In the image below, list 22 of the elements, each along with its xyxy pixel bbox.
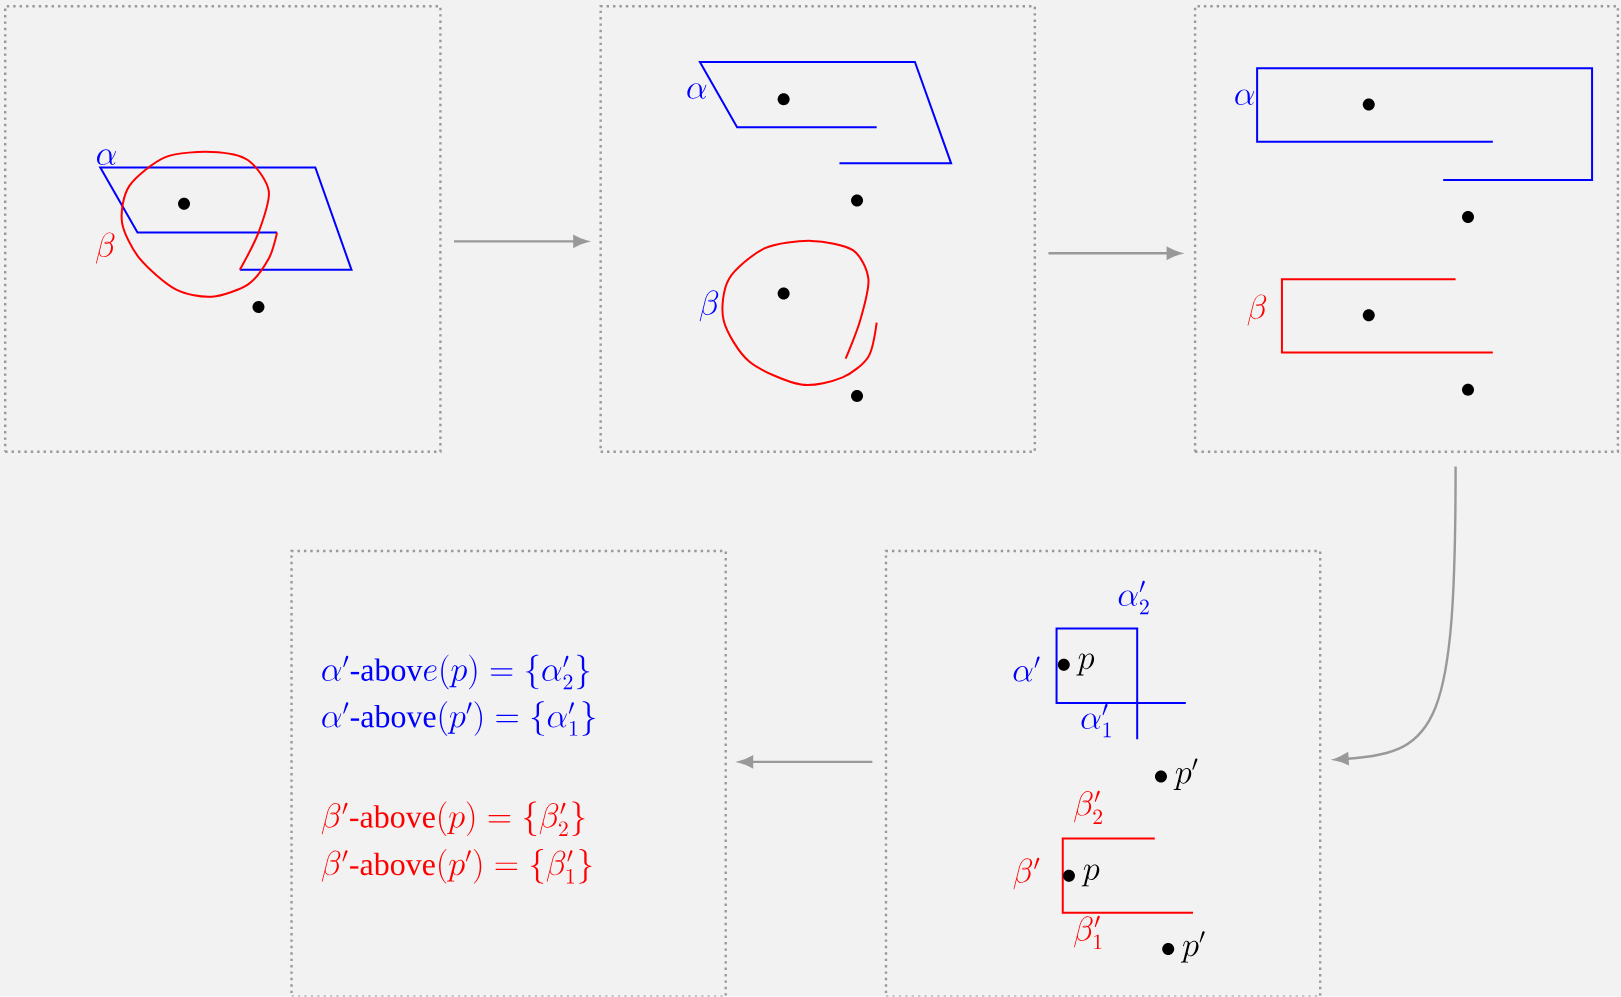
curve-label: $\alpha$ <box>97 149 116 166</box>
curve-label: $\beta'_2$ <box>1074 790 1102 825</box>
curve-label: $\beta$ <box>699 290 719 322</box>
curve-label: $\alpha$ <box>1235 89 1255 106</box>
formula-text: $\beta'\mbox{-above}(p) = \{\beta'_2\}$ <box>321 801 585 837</box>
formula-text: $\beta'\mbox{-above}(p') = \{\beta'_1\}$ <box>321 849 592 884</box>
curve-label: $\beta$ <box>1247 294 1267 326</box>
arrow <box>1334 466 1457 765</box>
curve-label: $\beta'_1$ <box>1074 916 1102 950</box>
curve-label: $p$ <box>1081 864 1100 887</box>
curve-label: $\beta$ <box>95 232 115 264</box>
curve-label: $\beta'$ <box>1013 858 1040 890</box>
formula-text: $\alpha'\mbox{-above}(p') = \{\alpha'_1\}$ <box>322 701 595 736</box>
curve-label: $\alpha$ <box>687 83 707 99</box>
arrow <box>738 756 873 769</box>
curve-label: $p'$ <box>1173 758 1198 791</box>
curve-label: $\alpha'$ <box>1013 656 1040 682</box>
curve-label: $p'$ <box>1180 931 1205 963</box>
curve-label: $\alpha'_2$ <box>1118 581 1149 615</box>
formula-text: $\alpha'\mbox{-abov}e(p) = \{\alpha'_2\}$ <box>322 654 590 690</box>
curve-label: $p$ <box>1076 653 1095 676</box>
curve-label: $\alpha'_1$ <box>1081 704 1111 738</box>
